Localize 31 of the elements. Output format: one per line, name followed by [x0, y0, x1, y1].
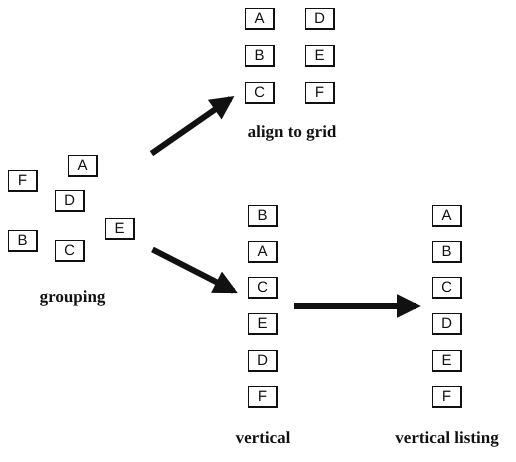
group-caption: vertical — [236, 428, 290, 448]
letter-box: C — [248, 277, 278, 299]
letter-box: C — [245, 82, 275, 104]
thick-arrow — [150, 96, 234, 156]
letter-box: D — [432, 313, 462, 335]
letter-box: B — [8, 230, 38, 252]
letter-box: F — [432, 386, 462, 408]
letter-box: D — [55, 190, 85, 212]
group-caption: vertical listing — [395, 428, 499, 448]
thick-arrow — [294, 294, 421, 318]
group-caption: align to grid — [248, 122, 336, 142]
letter-box: E — [305, 45, 335, 67]
letter-box: C — [55, 240, 85, 262]
letter-box: D — [305, 8, 335, 30]
letter-box: A — [432, 205, 462, 227]
letter-box: D — [248, 350, 278, 372]
letter-box: B — [248, 205, 278, 227]
letter-box: A — [248, 241, 278, 263]
group-caption: grouping — [40, 287, 106, 307]
letter-box: F — [305, 82, 335, 104]
letter-box: B — [245, 45, 275, 67]
thick-arrow — [151, 246, 238, 294]
letter-box: A — [68, 155, 98, 177]
letter-box: E — [248, 313, 278, 335]
letter-box: E — [105, 218, 135, 240]
letter-box: F — [248, 386, 278, 408]
letter-box: B — [432, 241, 462, 263]
letter-box: E — [432, 350, 462, 372]
letter-box: A — [245, 8, 275, 30]
letter-box: F — [8, 170, 38, 192]
letter-box: C — [432, 277, 462, 299]
